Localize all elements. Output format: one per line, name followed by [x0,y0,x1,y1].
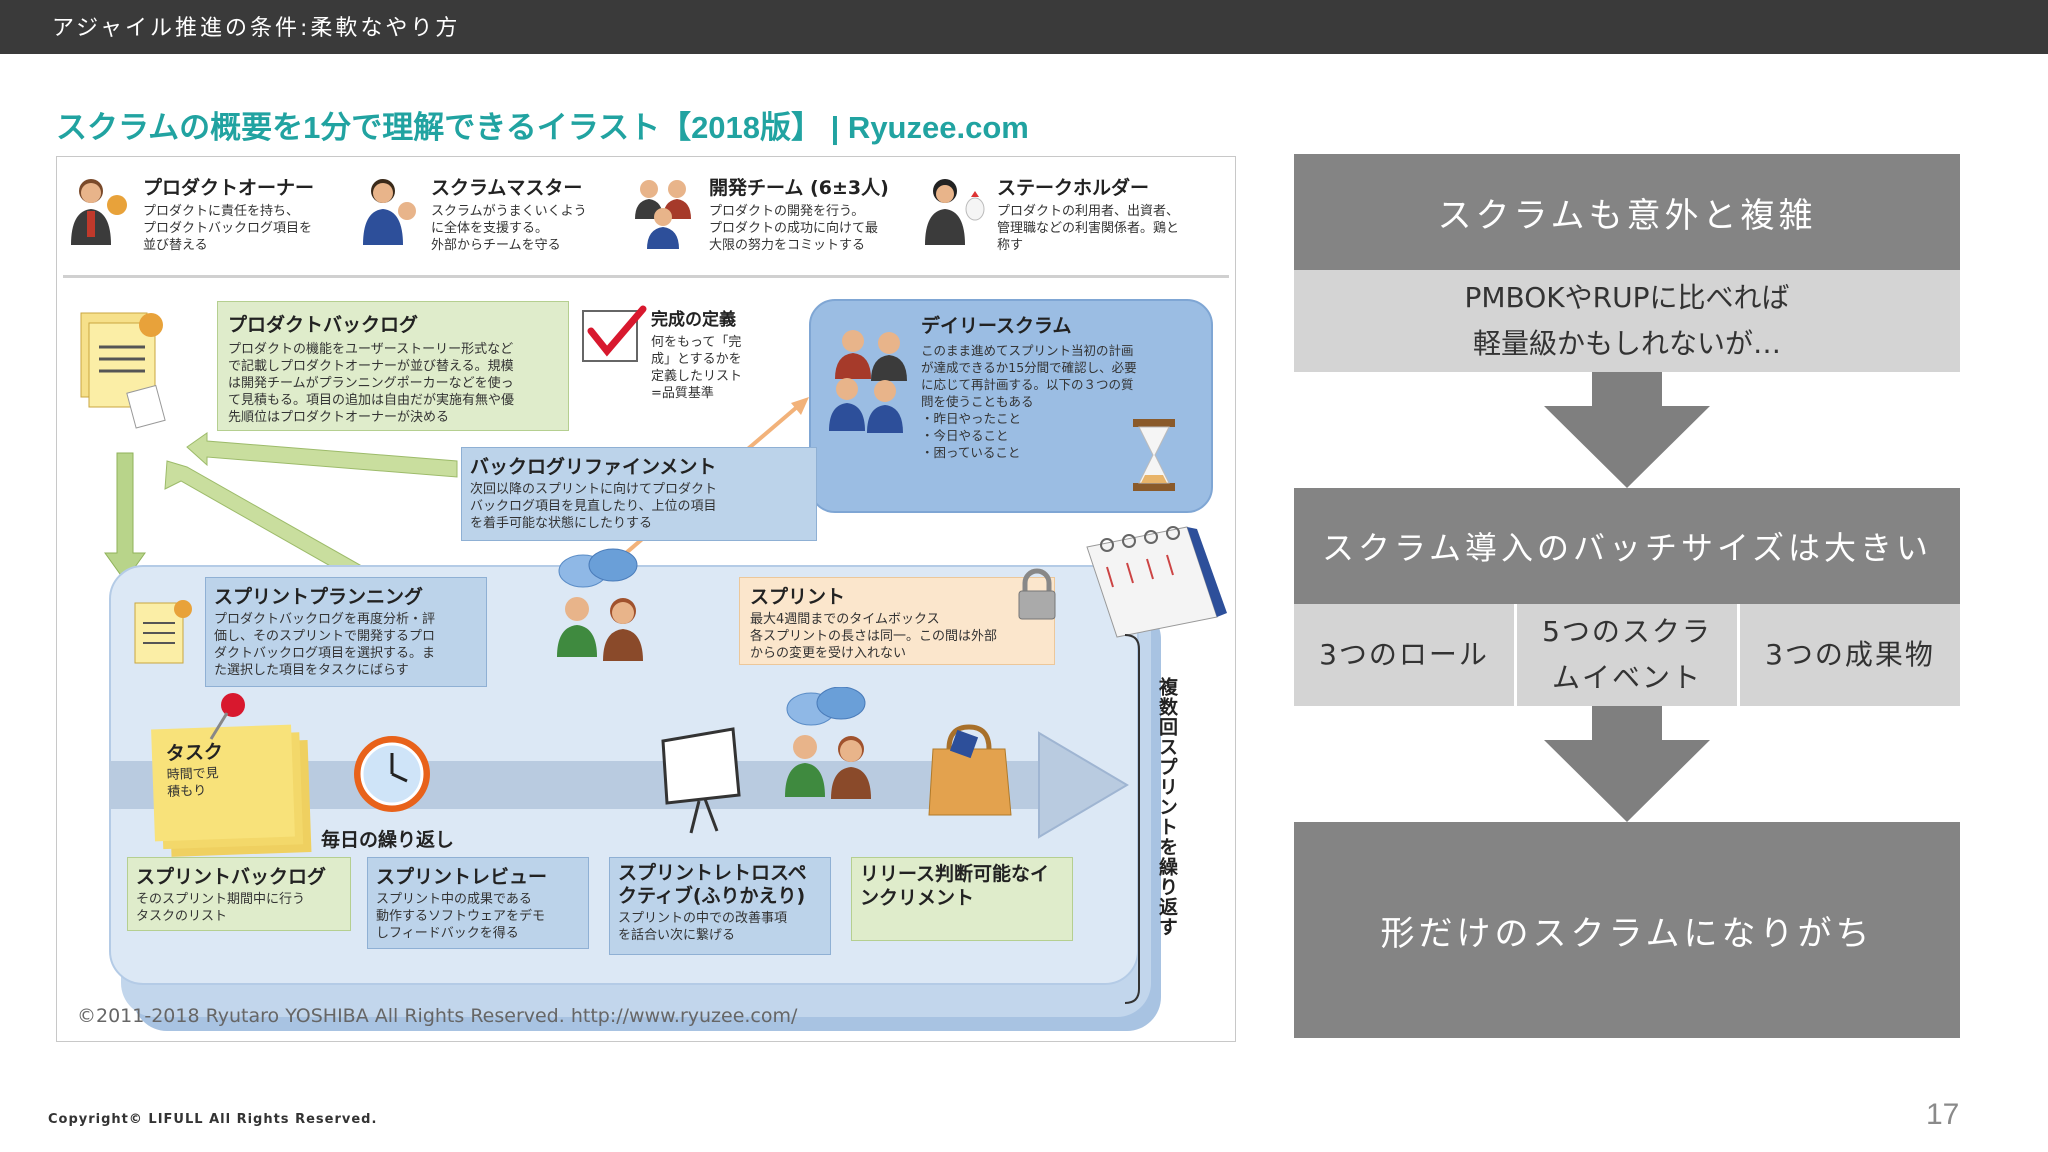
presentation-board-icon [661,727,741,834]
sprint-planning-title: スプリントプランニング [214,586,424,608]
document-icon [80,312,166,429]
sprint-box: スプリント 最大4週間までのタイムボックス 各スプリントの長さは同一。この間は外… [739,577,1055,665]
sprint-planning-desc: プロダクトバックログを再度分析・評 価し、そのスプリントで開発するプロ ダクトバ… [214,612,436,678]
shopping-bag-icon [928,724,1012,816]
role-title: スクラムマスター [431,177,583,199]
product-owner-icon [71,179,127,245]
flow-cells-row: 3つのロール 5つのスクラ ムイベント 3つの成果物 [1294,604,1960,706]
team-meeting-icon [829,330,907,433]
role-desc: プロダクトの開発を行う。 プロダクトの成功に向けて最 大限の努力をコミットする [709,204,879,253]
repeat-bracket [1124,634,1140,1004]
dev-team-icon [635,180,691,249]
backlog-refinement-desc: 次回以降のスプリントに向けてプロダクト バックログ項目を見直したり、上位の項目 … [470,482,718,531]
dod-title: 完成の定義 [651,310,736,330]
scrum-illustration: プロダクトオーナー プロダクトに責任を持ち、 プロダクトバックログ項目を 並び替… [56,156,1236,1042]
flow-cell-artifacts: 3つの成果物 [1740,604,1960,706]
illustration-title: スクラムの概要を1分で理解できるイラスト【2018版】 | Ryuzee.com [56,110,1029,145]
retrospective-title: スプリントレトロスペ クティブ(ふりかえり) [618,862,807,907]
sprint-backlog-desc: そのスプリント期間中に行う タスクのリスト [136,892,306,924]
backlog-refinement-title: バックログリファインメント [470,456,717,478]
planning-meeting-icon [557,548,643,661]
sprint-title: スプリント [750,586,846,608]
product-backlog-desc: プロダクトの機能をユーザーストーリー形式など で記載しプロダクトオーナーが並び替… [228,342,515,425]
down-arrow-1 [1544,372,1710,488]
sprint-planning-box: スプリントプランニング プロダクトバックログを再度分析・評 価し、そのスプリント… [205,577,487,687]
sprint-review-title: スプリントレビュー [376,866,548,888]
increment-box: リリース判断可能なイ ンクリメント [851,857,1073,941]
daily-repeat-label: 毎日の繰り返し [321,829,455,851]
title-bar: アジャイル推進の条件:柔軟なやり方 [0,0,2048,54]
role-stakeholder: ステークホルダー プロダクトの利用者、出資者、 管理職などの利害関係者。鶏と 称… [919,167,1229,257]
sprint-desc: 最大4週間までのタイムボックス 各スプリントの長さは同一。この間は外部 からの変… [750,612,998,661]
calendar-icon [1086,526,1227,638]
role-title: プロダクトオーナー [143,177,315,199]
product-backlog-title: プロダクトバックログ [228,314,419,336]
review-meeting-icon [785,687,871,799]
stakeholder-icon [925,179,985,245]
daily-scrum-desc: このまま進めてスプリント当初の計画 が達成できるか15分間で確認し、必要 に応じ… [921,343,1137,460]
flow-box-batch-size: スクラム導入のバッチサイズは大きい [1294,488,1960,604]
scrum-master-icon [363,179,416,245]
task-desc: 時間で見 積もり [166,766,219,800]
daily-scrum-panel: デイリースクラム このまま進めてスプリント当初の計画 が達成できるか15分間で確… [809,299,1213,513]
role-scrum-master: スクラムマスター スクラムがうまくいくよう に全体を支援する。 外部からチームを… [353,167,623,257]
sprint-backlog-title: スプリントバックログ [136,866,327,888]
daily-scrum-box: デイリースクラム このまま進めてスプリント当初の計画 が達成できるか15分間で確… [921,311,1211,491]
sprint-review-box: スプリントレビュー スプリント中の成果である 動作するソフトウェアをデモ しフィ… [367,857,589,949]
role-product-owner: プロダクトオーナー プロダクトに責任を持ち、 プロダクトバックログ項目を 並び替… [65,167,345,257]
dod-desc: 何をもって「完 成」とするかを 定義したリスト =品質基準 [651,335,743,401]
flow-cell-roles: 3つのロール [1294,604,1514,706]
flow-box-complex: スクラムも意外と複雑 [1294,154,1960,270]
footer-copyright: Copyright© LIFULL All Rights Reserved. [48,1112,378,1127]
backlog-refinement-box: バックログリファインメント 次回以降のスプリントに向けてプロダクト バックログ項… [461,447,817,541]
increment-title: リリース判断可能なイ ンクリメント [860,863,1050,909]
role-title: 開発チーム (6±3人) [709,177,889,199]
retrospective-box: スプリントレトロスペ クティブ(ふりかえり) スプリントの中での改善事項 を話合… [609,857,831,955]
hourglass-icon [1133,419,1175,491]
slide-title: アジャイル推進の条件:柔軟なやり方 [52,16,461,41]
flow-box-formality: 形だけのスクラムになりがち [1294,822,1960,1038]
role-desc: プロダクトに責任を持ち、 プロダクトバックログ項目を 並び替える [143,204,313,253]
checkbox-icon [582,305,647,362]
lock-icon [1018,568,1056,620]
sprint-backlog-box: スプリントバックログ そのスプリント期間中に行う タスクのリスト [127,857,351,931]
clock-icon [354,736,430,812]
role-desc: プロダクトの利用者、出資者、 管理職などの利害関係者。鶏と 称す [997,204,1180,253]
flow-sub-lightweight: PMBOKやRUPに比べれば 軽量級かもしれないが… [1294,270,1960,372]
document-icon [134,600,192,664]
role-dev-team: 開発チーム (6±3人) プロダクトの開発を行う。 プロダクトの成功に向けて最 … [631,167,911,257]
illustration-copyright: ©2011-2018 Ryutaro YOSHIBA All Rights Re… [77,1005,798,1027]
divider [63,275,1229,278]
page-number: 17 [1926,1098,1960,1131]
retrospective-desc: スプリントの中での改善事項 を話合い次に繋げる [618,911,788,943]
role-title: ステークホルダー [997,177,1150,199]
product-backlog-box: プロダクトバックログ プロダクトの機能をユーザーストーリー形式など で記載しプロ… [217,301,569,431]
definition-of-done: 完成の定義 何をもって「完 成」とするかを 定義したリスト =品質基準 [647,303,787,413]
flow-cell-events: 5つのスクラ ムイベント [1517,604,1737,706]
repeat-sprints-label: 複数回スプリントを繰り返す [1156,677,1178,937]
sprint-review-desc: スプリント中の成果である 動作するソフトウェアをデモ しフィードバックを得る [376,892,546,941]
daily-scrum-title: デイリースクラム [921,315,1072,337]
pushpin-icon [209,693,245,740]
down-arrow-2 [1544,706,1710,822]
role-desc: スクラムがうまくいくよう に全体を支援する。 外部からチームを守る [431,204,587,253]
